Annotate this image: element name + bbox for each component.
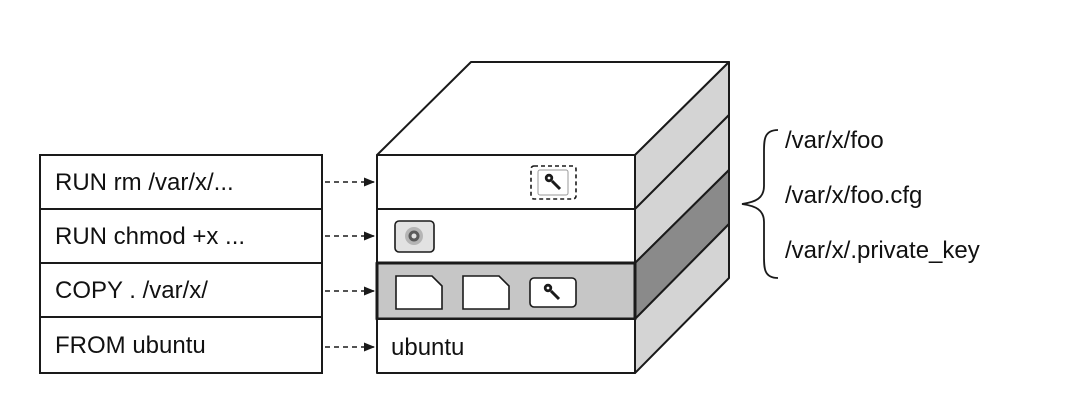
document-icon xyxy=(395,275,443,310)
modified-file-gear-icon xyxy=(394,220,435,253)
instruction-row-from: FROM ubuntu xyxy=(39,316,323,374)
connector-arrows xyxy=(325,177,376,352)
instruction-row-run-rm: RUN rm /var/x/... xyxy=(39,154,323,210)
file-path: /var/x/.private_key xyxy=(785,237,980,264)
instruction-box xyxy=(39,154,323,210)
layer-run-rm xyxy=(376,154,636,210)
instruction-row-run-chmod: RUN chmod +x ... xyxy=(39,208,323,264)
hidden-file-key-icon xyxy=(530,165,577,200)
file-path: /var/x/foo.cfg xyxy=(785,182,922,209)
instruction-label: FROM ubuntu xyxy=(55,332,206,359)
instruction-label: RUN rm /var/x/... xyxy=(55,169,234,196)
base-layer-label: ubuntu xyxy=(391,334,464,361)
instruction-box xyxy=(39,208,323,264)
curly-brace xyxy=(741,129,779,279)
key-icon xyxy=(543,283,561,301)
copied-files xyxy=(395,275,577,310)
key-icon xyxy=(544,173,562,191)
instruction-row-copy: COPY . /var/x/ xyxy=(39,262,323,318)
document-icon xyxy=(462,275,510,310)
instruction-label: RUN chmod +x ... xyxy=(55,223,245,250)
layer-cube xyxy=(375,61,730,374)
instruction-label: COPY . /var/x/ xyxy=(55,277,208,304)
instruction-box xyxy=(39,316,323,374)
gear-icon xyxy=(405,227,423,245)
file-path: /var/x/foo xyxy=(785,127,884,154)
file-list: /var/x/foo /var/x/foo.cfg /var/x/.privat… xyxy=(785,127,980,264)
key-file xyxy=(529,277,577,308)
instruction-list: RUN rm /var/x/... RUN chmod +x ... COPY … xyxy=(39,154,323,374)
layer-from-ubuntu xyxy=(376,318,636,374)
